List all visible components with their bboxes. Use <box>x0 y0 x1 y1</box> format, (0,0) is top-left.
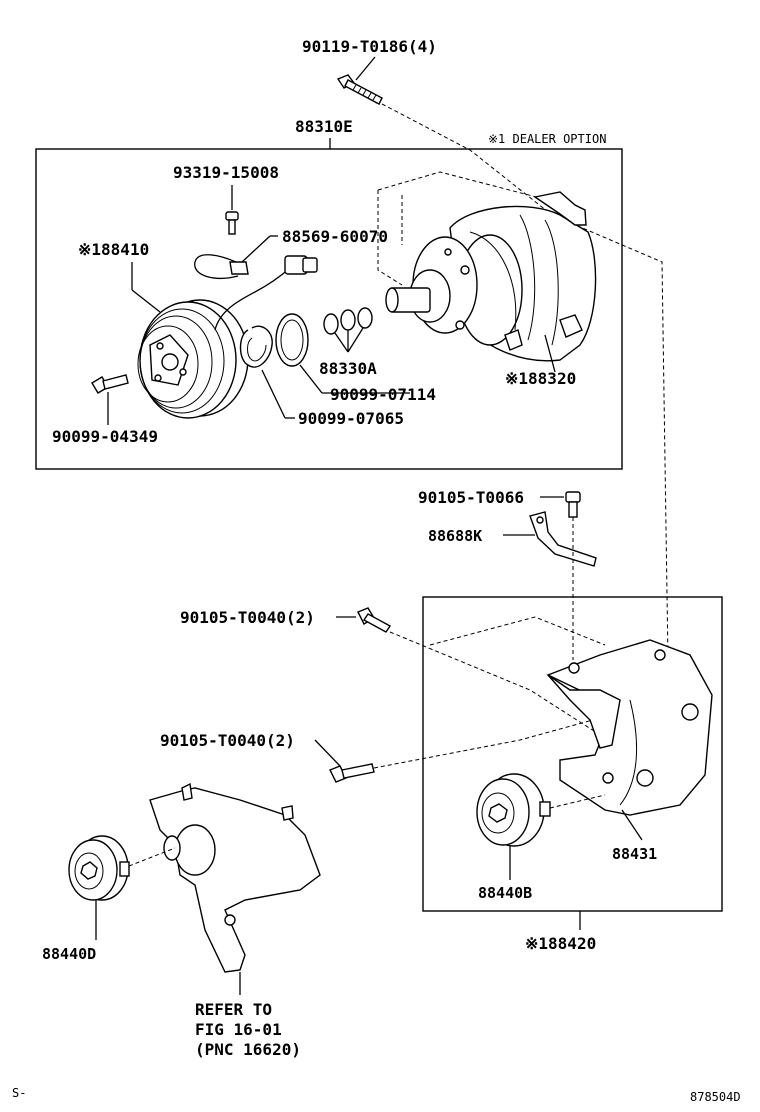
footer-drawing-number: 878504D <box>690 1090 741 1104</box>
wire-harness-icon <box>194 254 318 331</box>
label-assembly: 88310E <box>295 117 353 136</box>
label-top-bolt: 90119-T0186(4) <box>302 37 437 56</box>
idler-pulley-b-icon <box>476 773 551 847</box>
label-refer-line-2: FIG 16-01 <box>195 1020 282 1039</box>
idler-bracket-icon <box>149 782 321 973</box>
circlip-icon <box>275 313 309 367</box>
bracket-bolt-icon <box>565 491 581 518</box>
label-refer-line-1: REFER TO <box>195 1000 272 1019</box>
top-bolt-icon <box>336 74 383 105</box>
label-bracket: 88431 <box>612 845 657 863</box>
label-bracket-plate: 88688K <box>428 527 482 545</box>
label-snap-ring-2: 90099-07065 <box>298 409 404 428</box>
label-screw: 93319-15008 <box>173 163 279 182</box>
compressor-assembly-box <box>35 148 623 470</box>
magnetic-clutch-icon <box>137 299 249 419</box>
lower-bolt-icon <box>329 763 375 783</box>
snap-ring-icon <box>239 325 273 368</box>
label-refer-line-3: (PNC 16620) <box>195 1040 301 1059</box>
label-snap-ring-1: 90099-07114 <box>330 385 436 404</box>
label-shim: 88330A <box>319 359 377 378</box>
compressor-bracket-icon <box>546 639 713 816</box>
label-compressor: ※188320 <box>505 369 576 388</box>
compressor-icon <box>377 171 597 362</box>
label-clutch: ※188410 <box>78 240 149 259</box>
footer-left-code: S- <box>12 1086 26 1100</box>
bracket-plate-icon <box>529 511 597 567</box>
label-idler-d: 88440D <box>42 945 96 963</box>
label-bracket-assembly: ※188420 <box>525 934 596 953</box>
label-idler-b: 88440B <box>478 884 532 902</box>
screw-icon <box>225 211 239 235</box>
idler-pulley-d-icon <box>68 835 130 901</box>
label-middle-bolt: 90105-T0040(2) <box>180 608 315 627</box>
label-bracket-bolt: 90105-T0066 <box>418 488 524 507</box>
clutch-bolt-icon <box>91 374 129 394</box>
label-wire: 88569-60070 <box>282 227 388 246</box>
middle-bolt-icon <box>357 607 392 633</box>
label-lower-bolt: 90105-T0040(2) <box>160 731 295 750</box>
label-dealer-option: ※1 DEALER OPTION <box>488 132 606 146</box>
label-clutch-bolt: 90099-04349 <box>52 427 158 446</box>
